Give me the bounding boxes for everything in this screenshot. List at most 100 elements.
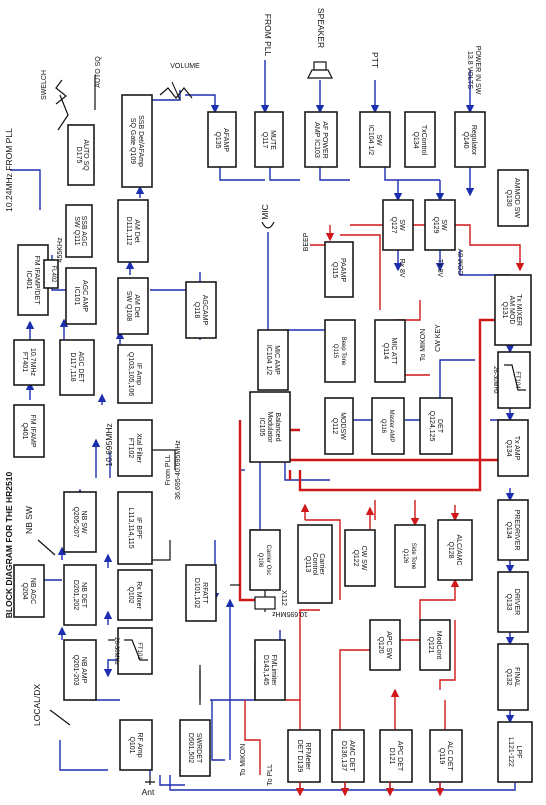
diagram-title: BLOCK DIAGRAM FOR THE HR2510 <box>4 472 14 619</box>
block-fl402: FL402 <box>43 259 59 289</box>
svg-text:AFAMP: AFAMP <box>222 128 229 152</box>
block-rf-amp: RF Amp Q101 <box>119 719 153 771</box>
block-ft104: 26-30MHz FT104 <box>492 351 531 409</box>
svg-text:Modulator: Modulator <box>266 411 273 443</box>
svg-text:Carrier: Carrier <box>318 553 325 575</box>
block-rf-meter-det: RFMeter DET D139 <box>287 729 321 783</box>
block-sw-q129: SW Q129 <box>424 199 456 251</box>
svg-text:Q135: Q135 <box>214 131 221 148</box>
block-mod-sw: MODSW Q112 <box>324 397 354 455</box>
blocks: AUTO SQ D175 SSB Det/AFAmp SQ Gate Q109 … <box>13 94 533 783</box>
svg-text:D101,102: D101,102 <box>193 578 200 608</box>
block-amc-det: AMC DET D136,137 <box>331 729 365 783</box>
block-nb-sw: NB SW Q205-207 <box>63 491 97 553</box>
block-fm-if-amp: FM IFAMP Q401 <box>13 404 45 458</box>
label-to-mikon-bottom: To MIKON <box>240 744 247 776</box>
svg-text:DET: DET <box>436 419 443 434</box>
svg-text:Q113: Q113 <box>304 556 311 573</box>
svg-text:IC104 1/2: IC104 1/2 <box>265 345 272 375</box>
svg-text:Q118: Q118 <box>193 302 200 319</box>
svg-text:D117,118: D117,118 <box>69 352 76 381</box>
svg-text:Master AMP: Master AMP <box>388 410 394 443</box>
svg-text:Q112: Q112 <box>331 418 338 435</box>
svg-text:NB AGC: NB AGC <box>29 578 36 604</box>
svg-text:Q102: Q102 <box>127 586 134 603</box>
svg-text:AF POWER: AF POWER <box>321 121 328 158</box>
label-cw-key: CW KEY <box>435 324 442 352</box>
block-rx-mixer: Rx Mixer Q102 <box>117 569 153 621</box>
svg-text:AGCAMP: AGCAMP <box>201 295 208 326</box>
label-volts: 13.8 VOLTS <box>466 51 473 89</box>
block-auto-sq: AUTO SQ D175 <box>67 124 95 186</box>
svg-text:Q117: Q117 <box>261 132 268 149</box>
svg-text:SW: SW <box>440 219 447 231</box>
svg-text:AM MOD: AM MOD <box>508 296 515 325</box>
svg-text:AMMOD SW: AMMOD SW <box>513 178 520 218</box>
svg-text:FT101: FT101 <box>136 642 142 660</box>
block-apc-sw: APC SW Q120 <box>369 619 401 671</box>
label-auto-sq: AUTO SQ <box>95 56 102 88</box>
svg-text:FT104: FT104 <box>514 371 520 389</box>
block-final: FINAL Q132 <box>497 643 529 711</box>
svg-text:FMLimiter: FMLimiter <box>270 654 277 686</box>
svg-text:FM IFAMP/DET: FM IFAMP/DET <box>33 256 40 306</box>
svg-text:Xtal Filter: Xtal Filter <box>135 433 142 463</box>
block-if-bpf: IF BPF L113,114,115 <box>117 491 153 565</box>
block-af-power-amp: AF POWER AMP IC103 <box>304 111 338 168</box>
svg-text:AM Det: AM Det <box>133 219 140 242</box>
svg-text:APC SW: APC SW <box>385 631 392 659</box>
svg-text:26-30MHz: 26-30MHz <box>113 637 119 665</box>
label-freq-pll: 10.24MHz FROM PLL <box>4 128 14 212</box>
svg-text:Balanced: Balanced <box>274 412 281 441</box>
label-from-pll-36: From PLL <box>165 455 172 486</box>
svg-text:Tx AMP: Tx AMP <box>513 436 520 461</box>
svg-text:NB SW: NB SW <box>80 511 87 534</box>
svg-text:Q205-207: Q205-207 <box>72 506 79 537</box>
block-cw-sw: CW SW Q122 <box>344 529 376 587</box>
svg-text:D111,112: D111,112 <box>125 217 132 246</box>
svg-text:SW Q111: SW Q111 <box>73 216 80 245</box>
block-mute: MUTE Q117 <box>254 111 284 168</box>
block-nb-agc: NB AGC Q204 <box>13 564 45 618</box>
block-apc-det: APC DET D121 <box>379 729 413 783</box>
block-sw-q127: SW Q127 <box>382 199 414 251</box>
svg-text:Beep Tone: Beep Tone <box>340 337 346 366</box>
block-bal-mod: Balanced Modulator IC105 <box>249 391 291 463</box>
block-nb-amp: NB AMP Q201-203 <box>63 639 97 701</box>
block-mic-amp: MIC AMP IC104 1/2 <box>257 329 289 391</box>
block-tx-control: TxControl Q134 <box>404 111 436 168</box>
block-swr-det: SWRDET D501,502 <box>179 719 211 777</box>
svg-text:IC105: IC105 <box>258 418 265 437</box>
symbols <box>55 61 445 797</box>
block-master-amp: Master AMP Q116 <box>371 397 405 455</box>
svg-text:AM Det: AM Det <box>133 294 140 317</box>
block-predriver: PREDRIVER Q134 <box>497 499 529 561</box>
label-tx8v: Tx 8V <box>436 259 443 278</box>
svg-text:Q116: Q116 <box>380 419 386 434</box>
label-squelch: SWELCH <box>41 70 48 100</box>
svg-text:Regulator: Regulator <box>470 125 477 156</box>
svg-text:TxControl: TxControl <box>420 125 427 156</box>
svg-text:LPF: LPF <box>515 746 522 759</box>
block-agc-amp2: AGCAMP Q118 <box>185 281 217 339</box>
svg-text:AUTO SQ: AUTO SQ <box>82 139 89 171</box>
svg-text:L113,114,115: L113,114,115 <box>127 507 134 548</box>
svg-text:Q115: Q115 <box>332 344 338 359</box>
svg-text:SSB AGC: SSB AGC <box>80 216 87 247</box>
block-sw-ic104: SW IC104 1/2 <box>359 111 391 168</box>
svg-text:Q201-203: Q201-203 <box>72 654 79 685</box>
svg-text:D175: D175 <box>75 147 82 164</box>
label-rx8v: Rx 8V <box>398 258 405 277</box>
svg-text:Q134: Q134 <box>505 439 512 456</box>
svg-text:NB DET: NB DET <box>80 582 87 608</box>
svg-text:AMC DET: AMC DET <box>348 740 355 772</box>
svg-text:Q121: Q121 <box>427 636 434 653</box>
svg-text:Q126: Q126 <box>402 549 408 564</box>
svg-text:IC104 1/2: IC104 1/2 <box>367 125 374 155</box>
block-det-q124: DET Q124,125 <box>419 397 453 455</box>
label-range-36: 36.695-40.695MHz <box>175 440 182 500</box>
label-local-dx: LOCAL/DX <box>32 684 42 726</box>
svg-text:SSB Det/AFAmp: SSB Det/AFAmp <box>137 115 144 167</box>
block-nb-det: NB DET D201,202 <box>63 564 97 626</box>
svg-text:PAAMP: PAAMP <box>339 258 346 282</box>
